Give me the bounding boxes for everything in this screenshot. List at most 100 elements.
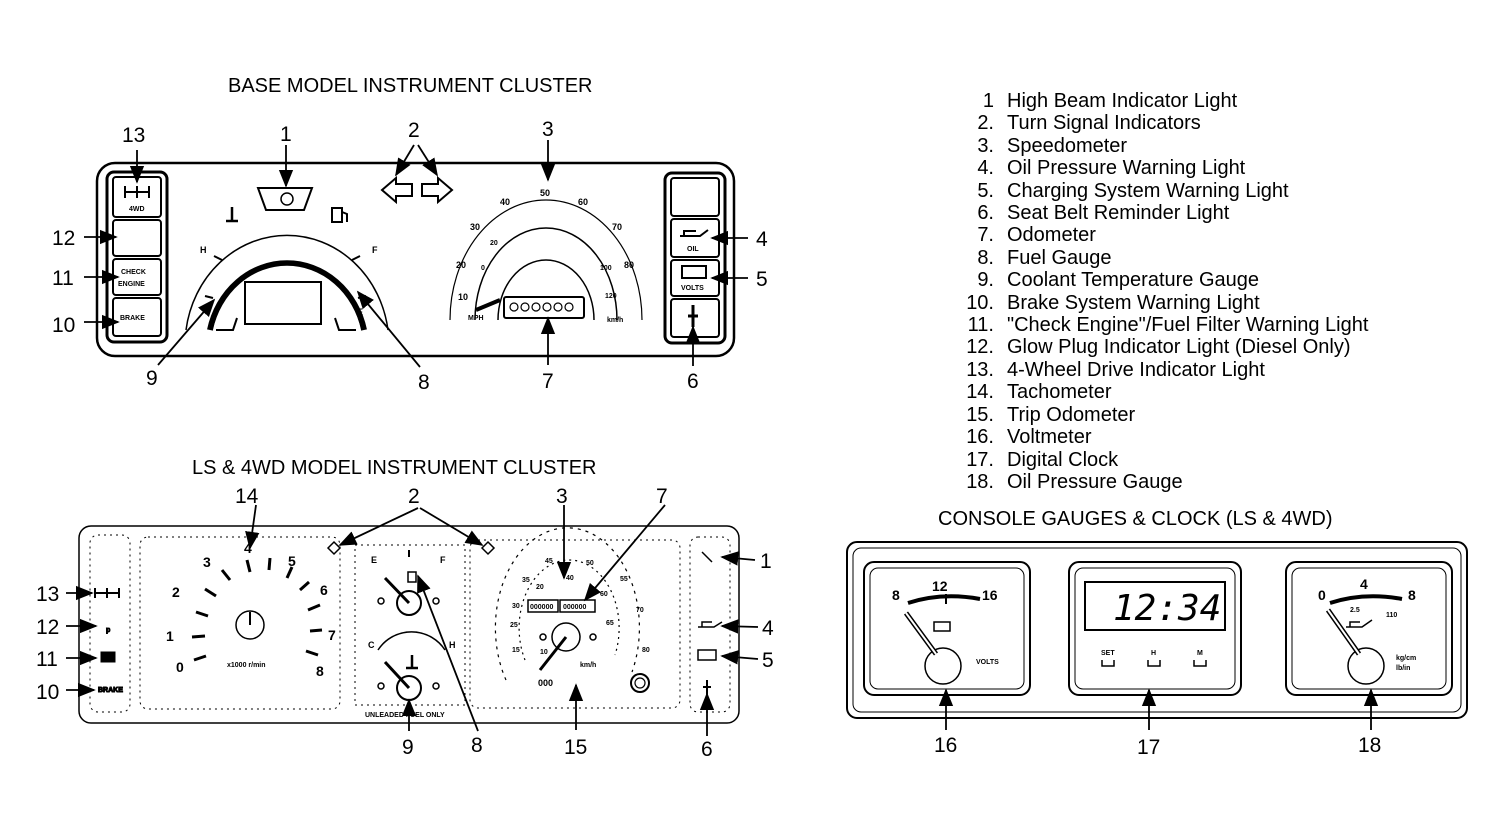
svg-text:0: 0 [176,659,184,675]
base-callout-2: 2 [408,119,420,142]
legend-label: Turn Signal Indicators [1007,112,1201,135]
clock-h-label: H [1151,650,1156,657]
coolant-icon [226,207,238,223]
legend-number: 10. [966,291,994,314]
title-ls-cluster: LS & 4WD MODEL INSTRUMENT CLUSTER [192,457,597,479]
ls-brake-text: BRAKE [98,687,123,694]
svg-text:40: 40 [500,197,510,207]
svg-text:80: 80 [624,260,634,270]
base-speedometer [449,199,643,321]
legend-item: 15.Trip Odometer [958,404,1368,426]
base-fuel-f: F [372,245,378,255]
legend-item: 11."Check Engine"/Fuel Filter Warning Li… [958,314,1369,337]
base-fuel-e: E [357,307,363,317]
svg-text:100: 100 [600,265,612,272]
svg-text:8: 8 [892,587,900,603]
svg-text:120: 120 [605,293,617,300]
oil-gauge-oilcan-icon [1346,619,1373,628]
base-volts-text: VOLTS [681,285,704,292]
svg-text:15: 15 [512,647,520,654]
svg-text:55: 55 [620,576,628,583]
svg-text:110: 110 [1386,612,1397,619]
legend-item: 4. Oil Pressure Warning Light [958,157,1368,179]
ls-turn-signals [326,540,496,556]
base-callout-11: 11 [52,267,74,290]
base-temp-h: H [200,245,207,255]
ls-glow-plug-icon: p [106,627,110,634]
svg-text:VOLTS: VOLTS [976,659,999,666]
clock-hour-button[interactable] [1147,660,1161,667]
legend-item: 3. Speedometer [958,135,1368,157]
svg-text:60: 60 [600,591,608,598]
right-turn-arrow-icon [421,175,454,205]
ls-odometer-right [559,599,596,613]
ls-callout-4: 4 [762,617,774,640]
clock-set-label: SET [1101,650,1115,657]
legend-label: High Beam Indicator Light [1007,90,1238,112]
console-gauges: 8 12 16 VOLTS 12:34 SET H M [846,541,1468,759]
legend-item: 2.Turn Signal Indicators [958,112,1368,134]
ls-fuel-pump-icon [407,571,417,583]
base-kmh-label: km/h [607,317,623,324]
svg-text:60: 60 [578,197,588,207]
svg-text:25: 25 [510,622,518,629]
legend-label: Voltmeter [1007,426,1092,449]
base-oil-text: OIL [687,246,699,253]
legend-item: 13. 4-Wheel Drive Indicator Light [958,359,1368,381]
legend-label: Oil Pressure Warning Light [1007,157,1246,180]
legend-item: 14.Tachometer [958,381,1368,403]
base-callout-numbers: 1 2 3 4 5 6 7 8 9 10 11 12 13 [52,118,768,394]
svg-text:5: 5 [288,553,296,569]
ls-callout-7: 7 [656,485,668,508]
svg-text:50: 50 [586,560,594,567]
ls-callout-14: 14 [235,485,259,508]
legend-label: Digital Clock [1007,448,1119,471]
legend-item: 5.Charging System Warning Light [958,180,1368,202]
base-callout-leaders [84,140,748,368]
base-right-indicator-panel: OIL VOLTS [663,171,727,345]
ls-callout-leaders [66,504,759,736]
legend-number: 6. [977,202,994,225]
clock-m-label: M [1197,650,1203,657]
legend-number: 7. [977,224,994,247]
legend-number: 3. [977,134,994,157]
legend-label: Speedometer [1007,134,1128,157]
ls-right-turn-icon [480,540,496,556]
clock-minute-button[interactable] [1193,660,1207,667]
legend-label: 4-Wheel Drive Indicator Light [1007,358,1265,381]
legend-number: 11. [967,314,994,337]
clock-set-button[interactable] [1101,660,1115,667]
base-callout-10: 10 [52,314,75,337]
ls-left-indicators: p BRAKE [94,588,124,695]
legend-item: 18.Oil Pressure Gauge [958,471,1368,493]
base-check-text: CHECK [121,269,146,276]
base-callout-7: 7 [542,370,554,393]
base-callout-13: 13 [122,124,145,147]
ls-check-engine-icon [100,651,116,663]
svg-text:80: 80 [642,647,650,654]
svg-text:10: 10 [540,649,548,656]
ls-oil-icon [698,621,723,628]
ls-trip-reset-knob [630,673,650,693]
legend-number: 15. [966,403,994,426]
base-odometer [503,296,585,319]
left-turn-arrow-icon [380,175,413,205]
legend-label: Seat Belt Reminder Light [1007,202,1230,225]
legend-number: 13. [966,358,994,381]
legend-number: 4. [977,157,994,180]
voltmeter-battery-icon [933,621,951,632]
svg-text:65: 65 [606,620,614,627]
base-engine-text: ENGINE [118,281,145,288]
legend-label: Tachometer [1007,381,1112,404]
svg-text:12: 12 [932,578,948,594]
ls-4wd-icon [94,588,120,598]
svg-text:1: 1 [166,628,174,644]
high-beam-icon [280,192,294,206]
ls-fuel-e: E [371,555,377,565]
legend-number: 12. [966,336,994,359]
base-4wd-text: 4WD [129,206,145,213]
legend-item: 10.Brake System Warning Light [958,292,1368,314]
ls-kmh: km/h [580,662,596,669]
ls-battery-icon [697,649,717,661]
